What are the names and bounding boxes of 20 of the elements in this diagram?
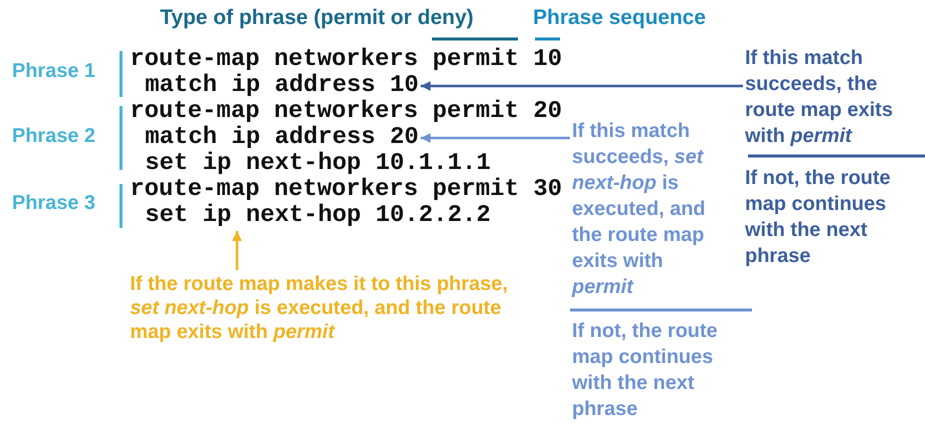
arrow — [420, 81, 743, 91]
annotation-text: If this match succeeds, the route map exits with permit — [745, 45, 925, 149]
code-line: match ip address 20 — [145, 125, 419, 151]
annotation-text: If not, the route map continues with the next phrase — [745, 166, 892, 269]
phrase-label: Phrase 3 — [12, 192, 96, 215]
code-line: route-map networkers permit 10 — [130, 47, 562, 73]
arrow — [232, 231, 242, 270]
code-line: set ip next-hop 10.1.1.1 — [145, 151, 491, 177]
code-line: route-map networkers permit 30 — [130, 177, 562, 203]
arrow — [420, 133, 570, 143]
annotation-text: If the route map makes it to this phrase, set next-hop is executed, and the route map exits with permit — [130, 272, 510, 344]
code-line: match ip address 10 — [145, 73, 419, 99]
phrase-label: Phrase 1 — [12, 60, 96, 83]
phrase-label: Phrase 2 — [12, 125, 96, 148]
column-heading: Type of phrase (permit or deny) — [160, 6, 474, 30]
column-heading: Phrase sequence — [533, 6, 706, 30]
code-line: set ip next-hop 10.2.2.2 — [145, 203, 491, 229]
annotation-text: If this match succeeds, set next-hop is executed, and the route map exits with permit — [572, 118, 722, 300]
annotation-text: If not, the route map continues with the next phrase — [572, 319, 719, 422]
code-line: route-map networkers permit 20 — [130, 99, 562, 125]
